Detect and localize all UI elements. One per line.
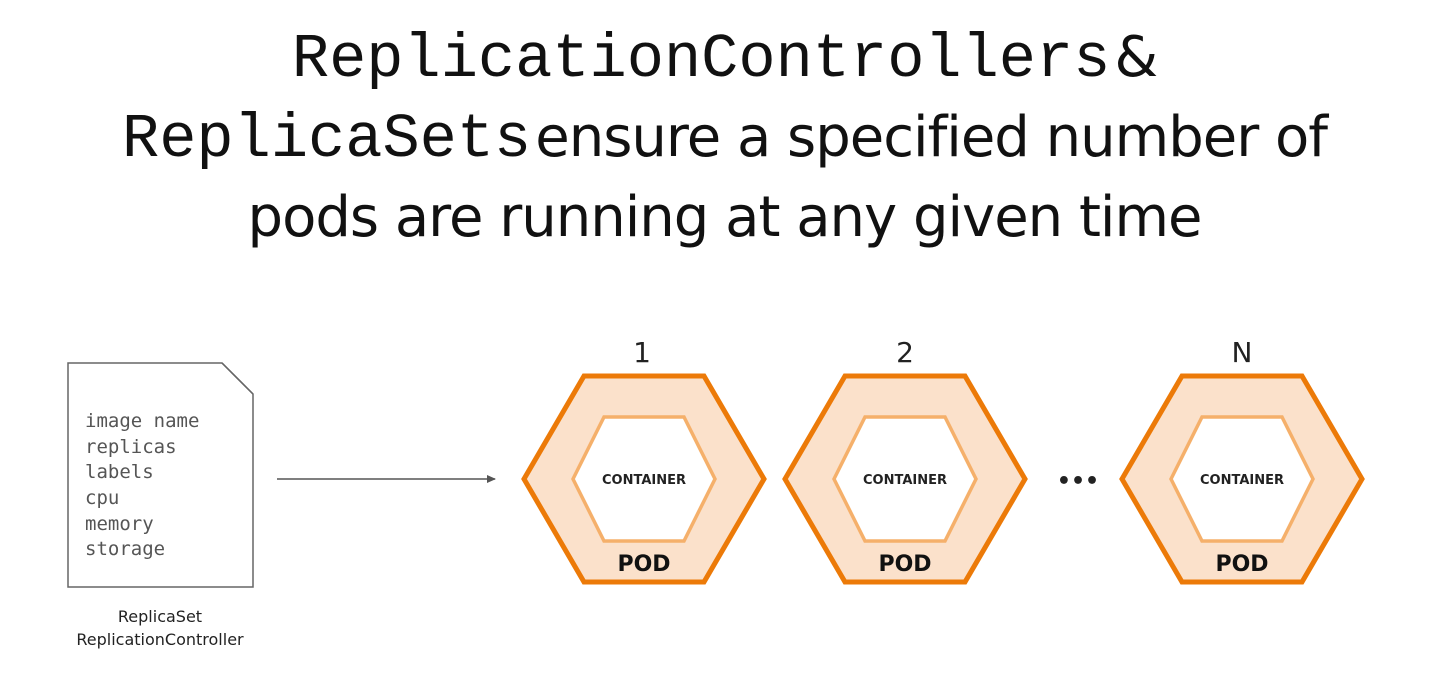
container-hexagon	[571, 415, 717, 543]
caption-replicationcontroller: ReplicationController	[76, 630, 244, 649]
spec-field-replicas: replicas	[85, 436, 177, 458]
spec-field-storage: storage	[85, 538, 165, 560]
pod-label: POD	[878, 552, 931, 577]
title-replicasets: ReplicaSets	[122, 104, 532, 175]
spec-field-cpu: cpu	[85, 487, 119, 509]
pod-index-label: 2	[896, 336, 914, 369]
container-label: CONTAINER	[602, 473, 686, 488]
slide-title: ReplicationControllers & ReplicaSets ens…	[0, 18, 1449, 258]
pod-index-label: N	[1232, 336, 1253, 369]
title-ampersand: &	[1114, 25, 1158, 90]
pod-label: POD	[1215, 552, 1268, 577]
pod-1: 1 CONTAINER POD	[521, 336, 767, 585]
title-line-1: ReplicationControllers &	[0, 18, 1449, 98]
ellipsis: •••	[1057, 469, 1099, 494]
container-label: CONTAINER	[1200, 473, 1284, 488]
pod-n: N CONTAINER POD	[1119, 336, 1365, 585]
spec-field-labels: labels	[85, 461, 154, 483]
pod-index-label: 1	[633, 336, 651, 369]
document-fold	[221, 362, 254, 395]
container-label: CONTAINER	[863, 473, 947, 488]
title-pods-running-text: pods are running at any given time	[247, 185, 1203, 250]
caption-replicaset: ReplicaSet	[118, 607, 202, 626]
container-hexagon	[1169, 415, 1315, 543]
spec-document: image name replicas labels cpu memory st…	[67, 362, 254, 588]
title-replicationcontrollers: ReplicationControllers	[291, 24, 1111, 95]
document-icon	[67, 362, 254, 588]
spec-field-image-name: image name	[85, 410, 199, 432]
pod-2: 2 CONTAINER POD	[782, 336, 1028, 585]
title-ensure-text: ensure a specified number of	[535, 105, 1328, 170]
spec-field-memory: memory	[85, 513, 154, 535]
title-line-2: ReplicaSets ensure a specified number of	[0, 98, 1449, 178]
pod-label: POD	[617, 552, 670, 577]
container-hexagon	[832, 415, 978, 543]
title-line-3: pods are running at any given time	[0, 178, 1449, 258]
